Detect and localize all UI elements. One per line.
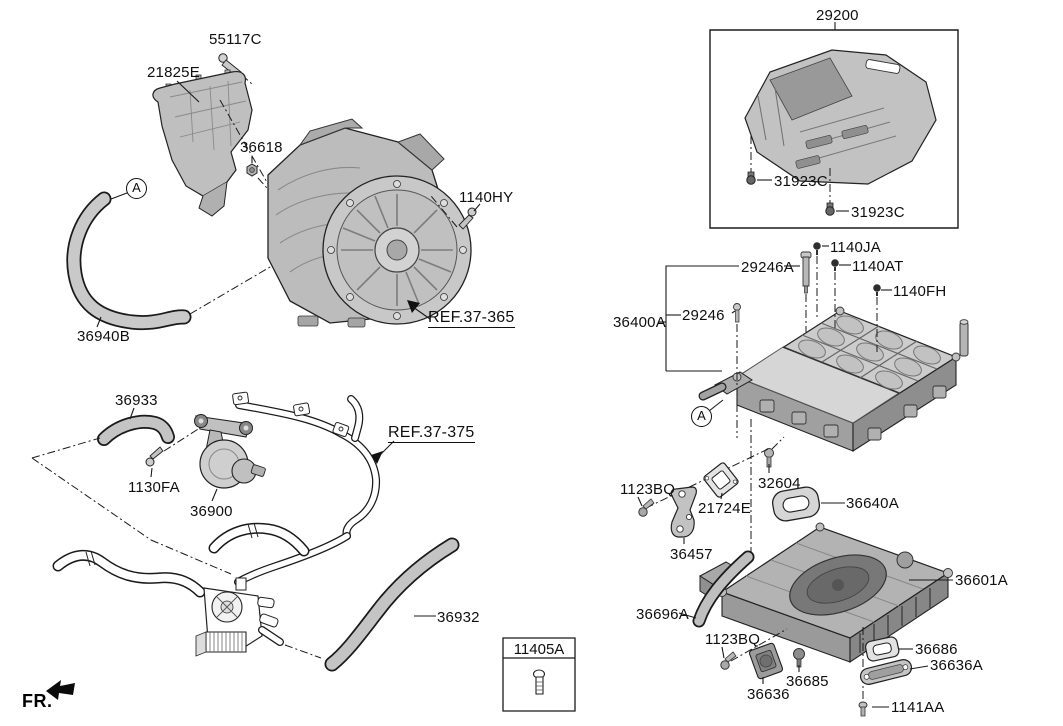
part-label-55117c: 55117C [209, 31, 262, 48]
part-label-11405a: 11405A [513, 641, 565, 658]
fr-direction-arrow [46, 680, 75, 700]
part-label-29200: 29200 [816, 7, 859, 24]
bolt-1141aa-drawing [859, 702, 889, 716]
part-label-36640a: 36640A [846, 495, 899, 512]
ref-37-365-arrow [407, 300, 430, 319]
label-bracket-36400a [659, 246, 892, 371]
callout-a-right-leader [709, 400, 723, 411]
coolant-pipe-ref-37-375-drawing [232, 392, 394, 582]
part-label-29246: 29246 [682, 307, 725, 324]
view-callout-a-left: A [126, 178, 147, 199]
part-label-36685: 36685 [786, 673, 829, 690]
part-label-31923c-2: 31923C [851, 204, 905, 221]
part-label-36696a: 36696A [636, 606, 689, 623]
part-label-36457: 36457 [670, 546, 713, 563]
water-pump-36900-drawing [195, 415, 266, 502]
part-label-1140ja: 1140JA [830, 239, 881, 256]
bracket-36457-drawing [671, 487, 696, 544]
grommet-31923c-1 [747, 136, 772, 184]
obc-36601a-drawing [700, 523, 953, 662]
part-label-1140at: 1140AT [852, 258, 904, 275]
part-label-36636: 36636 [747, 686, 790, 703]
view-callout-a-right: A [691, 406, 712, 427]
plate-36636a-drawing [859, 658, 928, 686]
grommet-31923c-2 [826, 168, 849, 215]
part-label-1123bq-2: 1123BQ [705, 631, 761, 648]
part-label-36933: 36933 [115, 392, 158, 409]
coolant-hose-network-drawing [58, 523, 321, 658]
part-label-21825e: 21825E [147, 64, 200, 81]
part-label-1140hy: 1140HY [459, 189, 514, 206]
part-label-36900: 36900 [190, 503, 233, 520]
bolt-1123bq-2-drawing [721, 629, 787, 669]
part-label-32604: 32604 [758, 475, 801, 492]
part-label-1123bq-1: 1123BQ [620, 481, 676, 498]
part-label-1141aa: 1141AA [891, 699, 945, 716]
gasket-36640a-drawing [771, 485, 845, 523]
part-label-21724e: 21724E [698, 500, 751, 517]
gasket-21724e-drawing [703, 462, 739, 499]
engine-cover-box [710, 22, 958, 228]
fr-indicator-label: FR. [22, 691, 53, 711]
hose-36696a-drawing [679, 557, 748, 621]
part-label-31923c-1: 31923C [774, 173, 828, 190]
inverter-36400a-drawing [703, 307, 968, 451]
hose-36940b-drawing [74, 193, 299, 327]
part-label-36940b: 36940B [77, 328, 130, 345]
part-label-29246a: 29246A [741, 259, 794, 276]
part-label-36618: 36618 [240, 139, 283, 156]
plug-36685-drawing [794, 649, 805, 673]
bolt-1140hy-drawing [431, 196, 480, 229]
part-label-36601a: 36601A [955, 572, 1008, 589]
traction-motor-drawing [268, 119, 471, 327]
ref-link-37-365[interactable]: REF.37-365 [428, 309, 515, 328]
inverter-hardware-drawing [734, 242, 881, 552]
bolt-1123bq-1-drawing [638, 497, 654, 516]
part-label-36686: 36686 [915, 641, 958, 658]
hose-36933-drawing [32, 408, 231, 574]
part-label-1130fa: 1130FA [128, 479, 180, 496]
part-label-36636a: 36636A [930, 657, 983, 674]
part-label-1140fh: 1140FH [893, 283, 947, 300]
bracket-21825e-drawing [153, 70, 280, 216]
inset-box-11405a [503, 638, 575, 711]
bolt-1130fa-drawing [146, 424, 206, 477]
gasket-36686-drawing [864, 636, 913, 662]
bolt-32604-drawing [765, 437, 785, 473]
part-label-36932: 36932 [437, 609, 480, 626]
part-label-36400a: 36400A [613, 314, 666, 331]
hose-36932-drawing [332, 545, 452, 664]
sensor-36636-drawing [749, 642, 784, 684]
ref-link-37-375[interactable]: REF.37-375 [388, 424, 475, 443]
